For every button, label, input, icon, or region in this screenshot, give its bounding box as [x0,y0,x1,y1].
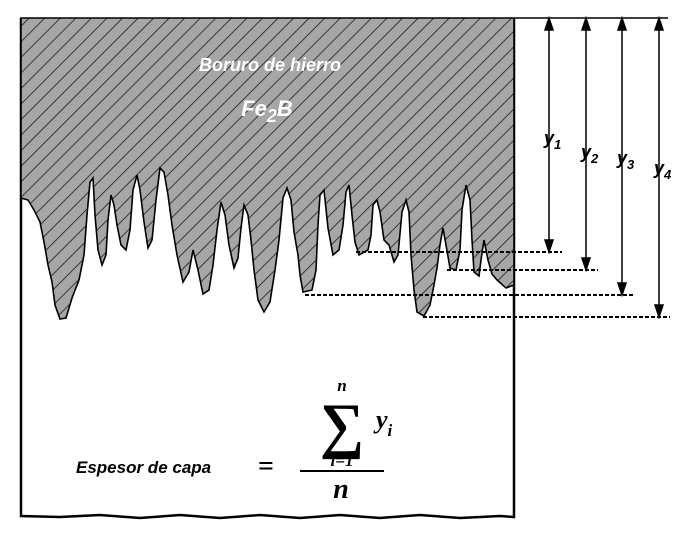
sum-term: yi [373,405,393,440]
sum-upper-limit: n [337,376,346,395]
y3-label: y3 [616,148,635,172]
boride-layer [20,17,515,320]
y1-label: y1 [543,128,561,152]
dimension-arrows [543,15,665,320]
formula-sub-2: 2 [266,106,277,126]
y3-arrow-bottom [616,282,628,298]
formula-lhs: Espesor de capa [76,458,211,477]
sum-symbol: ∑ [320,392,364,460]
y1-arrow-bottom [543,239,555,255]
substrate-outline [19,18,516,520]
y2-arrow-top [580,15,592,31]
layer-formula: Fe2B [241,96,293,126]
y1-arrow-top [543,15,555,31]
y2-arrow-bottom [580,257,592,273]
formula-equals: = [258,451,274,482]
y4-label: y4 [653,158,672,182]
formula-denominator: n [333,474,349,505]
sum-lower-limit: i=1 [331,451,354,470]
formula-fe: Fe [241,96,267,121]
formula-b: B [277,96,293,121]
layer-name-label: Boruro de hierro [199,55,341,75]
y4-arrow-top [653,15,665,31]
y3-arrow-top [616,15,628,31]
y2-label: y2 [580,142,599,166]
y4-arrow-bottom [653,304,665,320]
